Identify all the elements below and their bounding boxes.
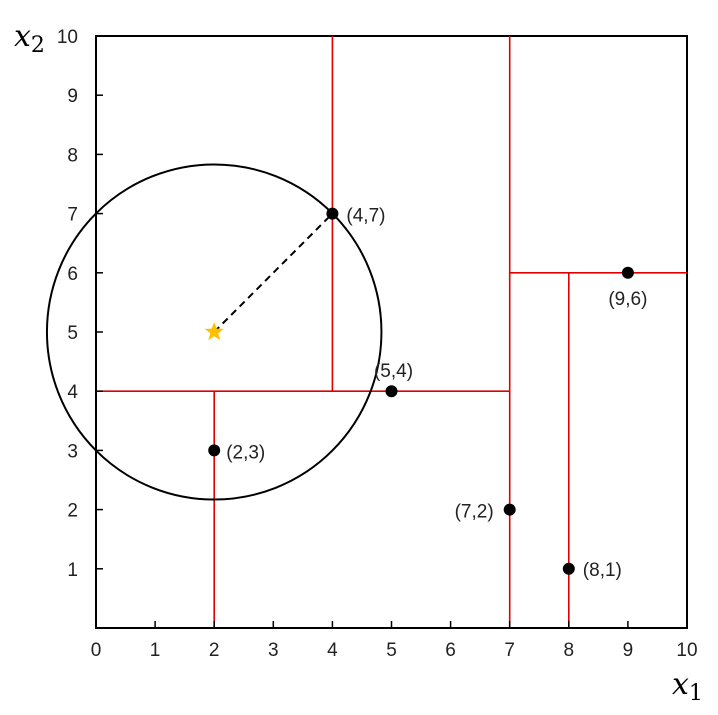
- x-tick-label: 5: [386, 640, 397, 661]
- points-layer: (2,3) (5,4) (4,7) (7,2) (8,1) (9,6): [204, 206, 647, 581]
- y-tick-label: 6: [67, 264, 78, 285]
- ticks-layer: 0 1 2 3 4 5 6 7 8 9 10 1 2 3 4 5 6 7 8 9 10: [57, 27, 698, 661]
- y-tick-label: 10: [57, 27, 78, 48]
- x-tick-label: 3: [268, 640, 279, 661]
- y-tick-label: 8: [67, 145, 78, 166]
- x-tick-label: 7: [504, 640, 515, 661]
- data-point: [208, 444, 221, 457]
- y-tick-label: 1: [67, 560, 78, 581]
- x-tick-label: 1: [150, 640, 161, 661]
- point-label: (7,2): [455, 502, 494, 523]
- point-label: (4,7): [346, 206, 385, 227]
- y-tick-label: 3: [67, 441, 78, 462]
- y-tick-label: 2: [67, 501, 78, 522]
- data-point: [326, 207, 339, 220]
- y-tick-label: 4: [67, 382, 78, 403]
- point-label: (5,4): [374, 361, 413, 382]
- y-tick-label: 7: [67, 205, 78, 226]
- x-tick-label: 6: [445, 640, 456, 661]
- y-tick-label: 5: [67, 323, 78, 344]
- y-axis-label: x2: [14, 19, 45, 58]
- data-point: [503, 503, 516, 516]
- nearest-neighbor-link: [213, 212, 334, 333]
- query-star-icon: [204, 322, 224, 341]
- point-label: (8,1): [583, 560, 622, 581]
- plot-frame: [95, 35, 688, 629]
- search-circle-layer: [45, 163, 383, 501]
- x-tick-label: 10: [676, 640, 697, 661]
- data-point: [562, 562, 575, 575]
- x-axis-label: x1: [672, 667, 703, 706]
- data-point: [621, 266, 634, 279]
- x-tick-label: 2: [209, 640, 220, 661]
- point-label: (2,3): [226, 442, 265, 463]
- data-point: [385, 385, 398, 398]
- x-tick-label: 4: [327, 640, 338, 661]
- x-tick-label: 0: [91, 640, 102, 661]
- y-tick-label: 9: [67, 86, 78, 107]
- search-circle: [45, 163, 383, 501]
- x-tick-label: 9: [623, 640, 634, 661]
- point-label: (9,6): [608, 289, 647, 310]
- x-tick-label: 8: [564, 640, 575, 661]
